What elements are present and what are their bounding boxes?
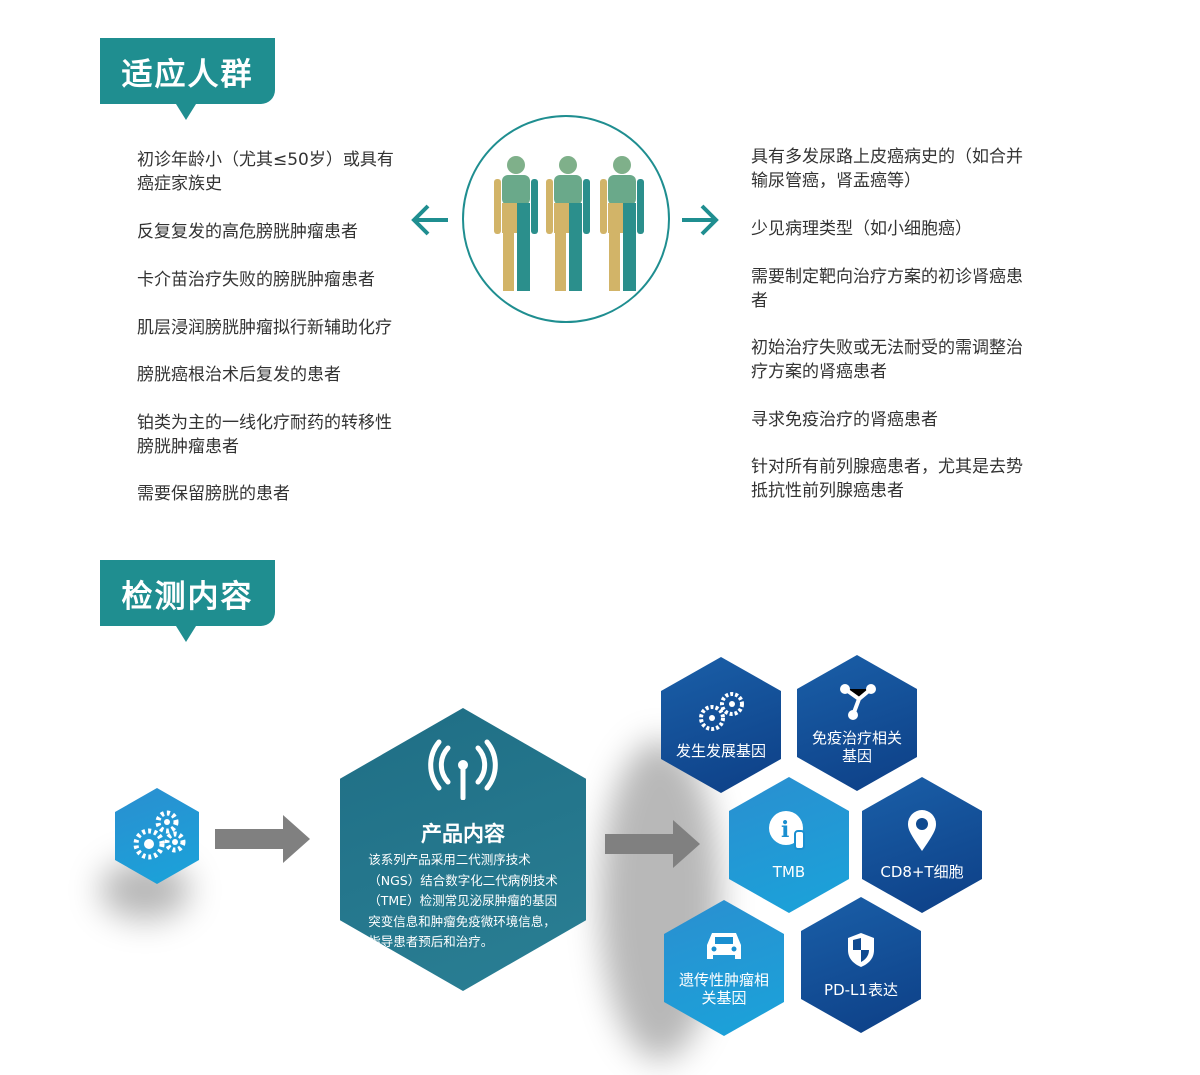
list-item: 针对所有前列腺癌患者，尤其是去势 抵抗性前列腺癌患者 <box>751 457 1023 501</box>
list-item: 初诊年龄小（尤其≤50岁）或具有 癌症家族史 <box>137 150 394 194</box>
hex-label: 发生发展基因 <box>675 742 766 760</box>
arrow-right-icon <box>682 204 719 236</box>
hex-cd8-t-cells: CD8+T细胞 <box>862 777 982 913</box>
hex-label: 免疫治疗相关 基因 <box>811 729 902 765</box>
product-content-hexagon: 产品内容 该系列产品采用二代测序技术 （NGS）结合数字化二代病例技术 （TME… <box>340 708 586 991</box>
signal-antenna-icon <box>428 739 498 800</box>
list-item: 膀胱癌根治术后复发的患者 <box>137 365 341 385</box>
list-item: 需要保留膀胱的患者 <box>137 484 290 504</box>
section-title-target-population: 适应人群 <box>100 38 275 120</box>
product-title: 产品内容 <box>421 822 505 846</box>
human-figures-icon <box>494 156 644 291</box>
list-item: 初始治疗失败或无法耐受的需调整治 疗方案的肾癌患者 <box>751 338 1023 382</box>
hex-pd-l1-expression: PD-L1表达 <box>801 897 921 1033</box>
hex-label: TMB <box>772 863 806 881</box>
info-touch-icon: i <box>769 811 805 850</box>
svg-text:i: i <box>781 817 789 843</box>
hex-oncogenesis-genes: 发生发展基因 <box>661 657 781 793</box>
gears-hexagon <box>115 788 199 884</box>
gray-arrow-icon <box>605 820 700 868</box>
list-item: 铂类为主的一线化疗耐药的转移性 膀胱肿瘤患者 <box>137 413 392 457</box>
list-item: 需要制定靶向治疗方案的初诊肾癌患 者 <box>751 267 1023 311</box>
hex-label: 遗传性肿瘤相 关基因 <box>678 971 769 1007</box>
gears-icon <box>699 692 744 731</box>
section-title-test-content: 检测内容 <box>100 560 275 642</box>
hex-label: PD-L1表达 <box>824 981 898 999</box>
list-item: 寻求免疫治疗的肾癌患者 <box>751 410 938 430</box>
hex-tmb: i TMB <box>729 777 849 913</box>
list-item: 具有多发尿路上皮癌病史的（如合并 输尿管癌，肾盂癌等） <box>751 147 1023 191</box>
human-figures-circle <box>462 115 670 323</box>
list-item: 反复复发的高危膀胱肿瘤患者 <box>137 222 358 242</box>
list-item: 少见病理类型（如小细胞癌） <box>751 219 972 239</box>
gray-arrow-icon <box>215 815 310 863</box>
hex-immunotherapy-genes: 免疫治疗相关 基因 <box>797 655 917 791</box>
shield-icon <box>848 933 874 967</box>
list-item: 卡介苗治疗失败的膀胱肿瘤患者 <box>137 270 375 290</box>
arrow-left-icon <box>411 204 448 236</box>
list-item: 肌层浸润膀胱肿瘤拟行新辅助化疗 <box>137 318 392 338</box>
gears-icon <box>133 810 186 860</box>
hex-label: CD8+T细胞 <box>880 863 964 881</box>
product-description: 该系列产品采用二代测序技术 （NGS）结合数字化二代病例技术 （TME）检测常见… <box>368 852 558 949</box>
car-icon <box>707 933 741 959</box>
network-nodes-icon <box>840 684 876 720</box>
location-pin-icon <box>908 810 936 851</box>
hex-hereditary-tumor-genes: 遗传性肿瘤相 关基因 <box>664 900 784 1036</box>
